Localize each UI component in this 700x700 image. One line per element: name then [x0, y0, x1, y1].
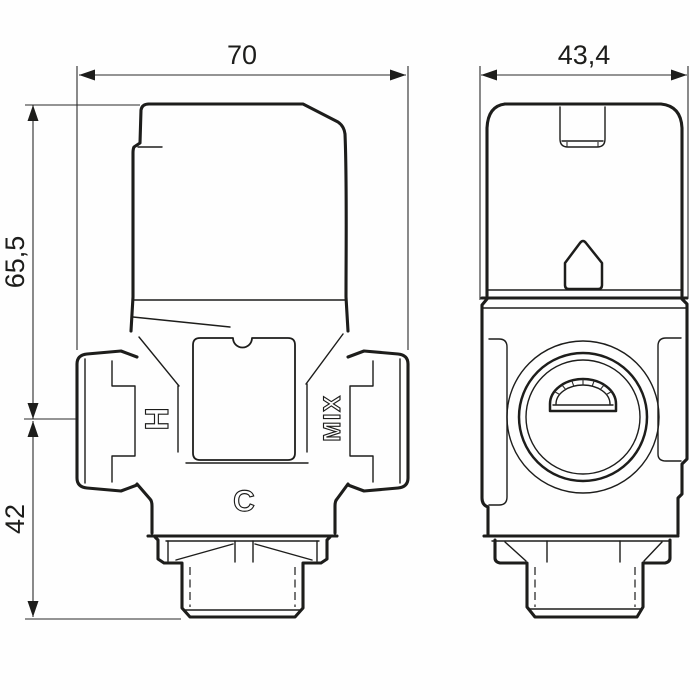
port-label-cold: C	[233, 485, 255, 518]
port-label-mix: MIX	[319, 394, 346, 441]
thread-root-lines-side	[534, 567, 636, 607]
side-rail-right	[657, 337, 682, 462]
scale-tick-marks	[554, 379, 612, 395]
hot-port	[75, 349, 139, 493]
arrow-left-icon	[79, 69, 95, 81]
dimension-front-width: 70	[76, 40, 409, 350]
arrow-right-icon	[390, 69, 406, 81]
side-bottom-thread	[482, 534, 680, 619]
arrow-up-icon	[563, 239, 604, 291]
dimension-upper-height-label: 65,5	[0, 236, 30, 289]
dimension-lower-height-label: 42	[0, 504, 30, 534]
knob-skirt-shading	[132, 316, 231, 328]
arrow-down-icon	[27, 403, 39, 419]
center-plate	[185, 337, 309, 464]
side-body-left	[480, 297, 490, 536]
actuator-knob	[129, 102, 350, 333]
port-label-hot: H	[139, 407, 175, 430]
temperature-scale-window	[548, 377, 618, 413]
side-cap	[480, 102, 689, 309]
arrow-up-icon	[27, 105, 39, 121]
dimension-lower-height: 42	[0, 421, 181, 620]
dimension-front-width-label: 70	[227, 40, 257, 70]
thread-root-lines	[189, 567, 296, 607]
union-nut-face	[506, 340, 660, 494]
arrow-right-icon	[671, 69, 687, 81]
side-view	[480, 102, 689, 619]
arrow-down-icon	[27, 601, 39, 617]
front-view: H MIX C	[75, 102, 410, 619]
right-shoulder-line	[305, 333, 344, 385]
left-shoulder-line	[138, 336, 180, 387]
arrow-up-icon	[27, 421, 39, 437]
arrow-left-icon	[481, 69, 497, 81]
mix-port	[346, 349, 410, 493]
cap-tab	[559, 106, 606, 148]
dimension-upper-height: 65,5	[0, 104, 140, 420]
dimension-side-width: 43,4	[479, 40, 689, 300]
dimension-side-width-label: 43,4	[558, 40, 611, 70]
cold-port-thread	[135, 482, 350, 619]
side-rail-left	[488, 338, 508, 506]
side-body-right	[676, 297, 689, 536]
